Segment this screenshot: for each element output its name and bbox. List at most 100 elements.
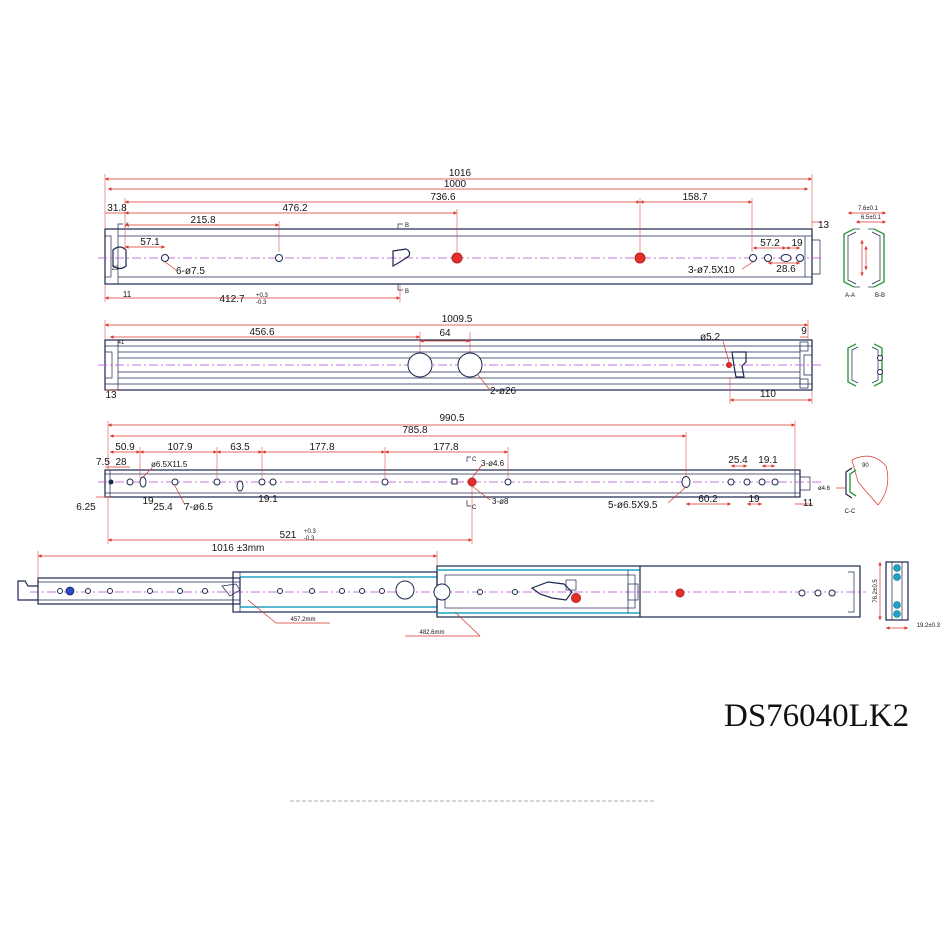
access-hole [407,352,433,378]
mount-hole-large [451,252,463,264]
dim-412-tol-lower: -0.3 [256,300,267,306]
access-hole [433,583,451,601]
dim-57-1: 57.1 [140,237,160,248]
dim-64: 64 [439,328,451,339]
dim-11: 11 [123,290,132,299]
square-hole [451,478,458,485]
hole-callout-right: 3-ø7.5X10 [688,265,735,276]
model-number: DS76040LK2 [724,698,909,734]
front-mount-tab [112,246,127,270]
dim-6-25: 6.25 [76,502,96,513]
inner-latch [221,583,241,597]
dim-107: 107.9 [167,442,192,453]
dim-57-2: 57.2 [760,238,780,249]
section-angle: 90 [862,463,869,469]
mount-hole [381,478,389,486]
mount-hole [749,254,757,262]
mount-hole [764,254,772,262]
rail-3-section-markers: C C [466,456,477,511]
dim-19-1-a: 19.1 [758,455,778,466]
dim-19-a: 19 [142,496,154,507]
dim-25-b: 25.4 [153,502,173,513]
section-marker-c-top: C [472,457,477,463]
section-marker-b-bottom: B [405,289,409,295]
ball-bearing [893,601,901,609]
rail-1-cross-sections: 7.6±0.1 6.5±0.1 A-A B-B [843,206,886,299]
section-label-bb: B-B [875,293,885,299]
dim-63: 63.5 [230,442,250,453]
dim-110: 110 [760,389,776,400]
rear-notch [848,571,855,613]
rail-2-labels: 1009.5 456.6 64 41 9 ø5.2 2-ø26 13 110 [105,314,807,401]
access-hole [457,352,483,378]
section-marker-b-top: B [405,223,409,229]
rail-3-body [104,469,811,498]
rail-2-dimensions [104,320,813,404]
dim-13: 13 [818,220,830,231]
dim-19-1-b: 19.1 [258,494,278,505]
section-marker-a: A [125,223,129,229]
dim-28: 28.6 [776,264,796,275]
dim-990: 990.5 [439,413,464,424]
dim-28: 28 [115,457,127,468]
access-hole [395,580,415,600]
mount-hole-large [634,252,646,264]
dim-11: 11 [803,498,814,509]
dim-215: 215.8 [190,215,215,226]
dim-476: 476.2 [282,203,307,214]
assembly-cross-section: 76.2±0.5 19.2±0.3 [873,561,941,630]
section-width-1: 7.6±0.1 [858,206,879,212]
latch-pin-hole [726,362,732,368]
dim-456: 456.6 [249,327,274,338]
outer-member-extended [433,565,861,618]
rail-1-holes [112,246,804,270]
mount-hole [796,254,804,262]
mount-hole [269,478,277,486]
mount-hole-large [675,588,685,598]
dim-412-tol-upper: +0.3 [256,293,269,299]
mount-slot [780,254,792,262]
intermediate-member-extended [232,571,438,613]
rail-3-cross-section: ø4.6 90 C-C [818,455,889,515]
ball-bearing [893,573,901,581]
dim-overall: 1016 [449,168,472,179]
mount-hole [743,478,751,486]
inner-member-extended [17,577,241,605]
dim-482: 482.6mm [419,630,444,636]
rail-3-dimensions [96,421,812,544]
dim-9: 9 [801,326,807,337]
dim-60: 60.2 [698,494,718,505]
pin-hole [108,479,114,485]
hole-callout-8: 3-ø8 [492,497,509,506]
assembly-extended-view: 1016 ±3mm 457.2mm 482.6mm 76.2±0.5 19.2±… [17,543,941,637]
mount-hole-large [467,477,477,487]
dim-736: 736.6 [430,192,455,203]
lever-pivot [571,593,581,603]
disconnect-lever [530,581,573,601]
rail-1-labels: 1016 1000 736.6 31.8 476.2 158.7 215.8 1… [107,168,829,306]
rail-3-view: C C [76,413,889,544]
dim-521-tol-upper: +0.3 [304,529,317,535]
rail-1-body [104,228,821,285]
hole-callout-c: 3-ø4.6 [481,459,505,468]
slot-callout: ø6.5X11.5 [151,460,188,469]
mount-hole [771,478,779,486]
dim-19: 19 [791,238,803,249]
dim-23: 23 [112,266,119,272]
rail-2-cross-section [847,343,883,387]
mount-hole [504,478,512,486]
mount-hole [727,478,735,486]
dim-thickness: 19.2±0.3 [917,623,941,629]
section-marker-c-bottom: C [472,505,477,511]
mount-hole [126,478,134,486]
section-hole: ø4.6 [818,486,831,492]
mount-slot [139,476,147,488]
hole-callout-left: 6-ø7.5 [176,266,205,277]
dim-177-b: 177.8 [433,442,458,453]
dim-19-b: 19 [748,494,760,505]
dim-412: 412.7 [219,294,244,305]
mount-hole [161,254,169,262]
locking-pin [65,586,75,596]
hole-callout-large: 2-ø26 [490,386,517,397]
ball-bearing [893,564,901,572]
